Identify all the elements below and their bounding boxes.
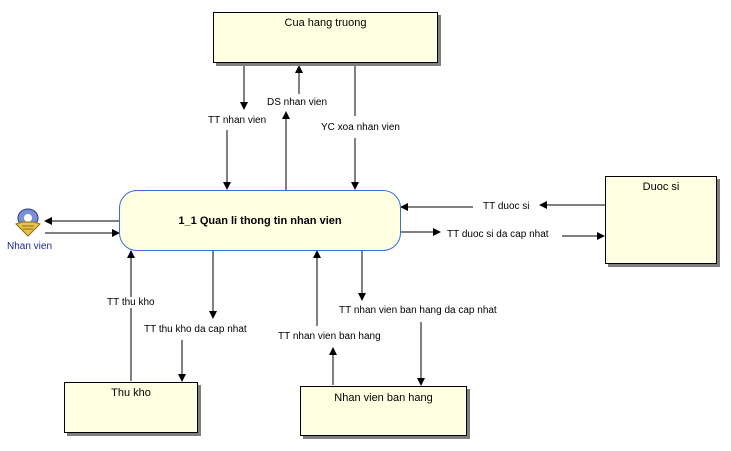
process-label: 1_1 Quan li thong tin nhan vien: [178, 214, 342, 227]
entity-duoc-si-label: Duoc si: [642, 181, 680, 193]
entity-nhan-vien-ban-hang-label: Nhan vien ban hang: [334, 392, 433, 404]
flow-label-tt-thu-kho: TT thu kho: [106, 297, 156, 308]
entity-cua-hang-truong[interactable]: Cua hang truong: [213, 12, 438, 63]
entity-thu-kho-label: Thu kho: [111, 387, 151, 399]
entity-thu-kho[interactable]: Thu kho: [64, 382, 198, 433]
flow-label-tt-duoc-si: TT duoc si: [482, 201, 531, 212]
entity-duoc-si[interactable]: Duoc si: [605, 176, 717, 264]
entity-cua-hang-truong-label: Cua hang truong: [284, 17, 367, 29]
flow-label-tt-nhan-vien-ban-hang: TT nhan vien ban hang: [277, 331, 382, 342]
flow-label-tt-duoc-si-da-cap-nhat: TT duoc si da cap nhat: [446, 229, 550, 240]
process-quan-li-thong-tin-nhan-vien[interactable]: 1_1 Quan li thong tin nhan vien: [119, 190, 401, 251]
flow-label-tt-thu-kho-da-cap-nhat: TT thu kho da cap nhat: [143, 324, 248, 335]
flow-label-tt-nhan-vien: TT nhan vien: [207, 115, 268, 126]
flow-label-ds-nhan-vien: DS nhan vien: [266, 97, 329, 108]
flow-label-tt-nhan-vien-ban-hang-da-cap-nhat: TT nhan vien ban hang da cap nhat: [338, 305, 498, 316]
actor-label: Nhan vien: [7, 241, 53, 252]
actor-icon[interactable]: [12, 206, 44, 238]
flow-label-yc-xoa-nhan-vien: YC xoa nhan vien: [320, 122, 401, 133]
entity-nhan-vien-ban-hang[interactable]: Nhan vien ban hang: [300, 386, 467, 436]
